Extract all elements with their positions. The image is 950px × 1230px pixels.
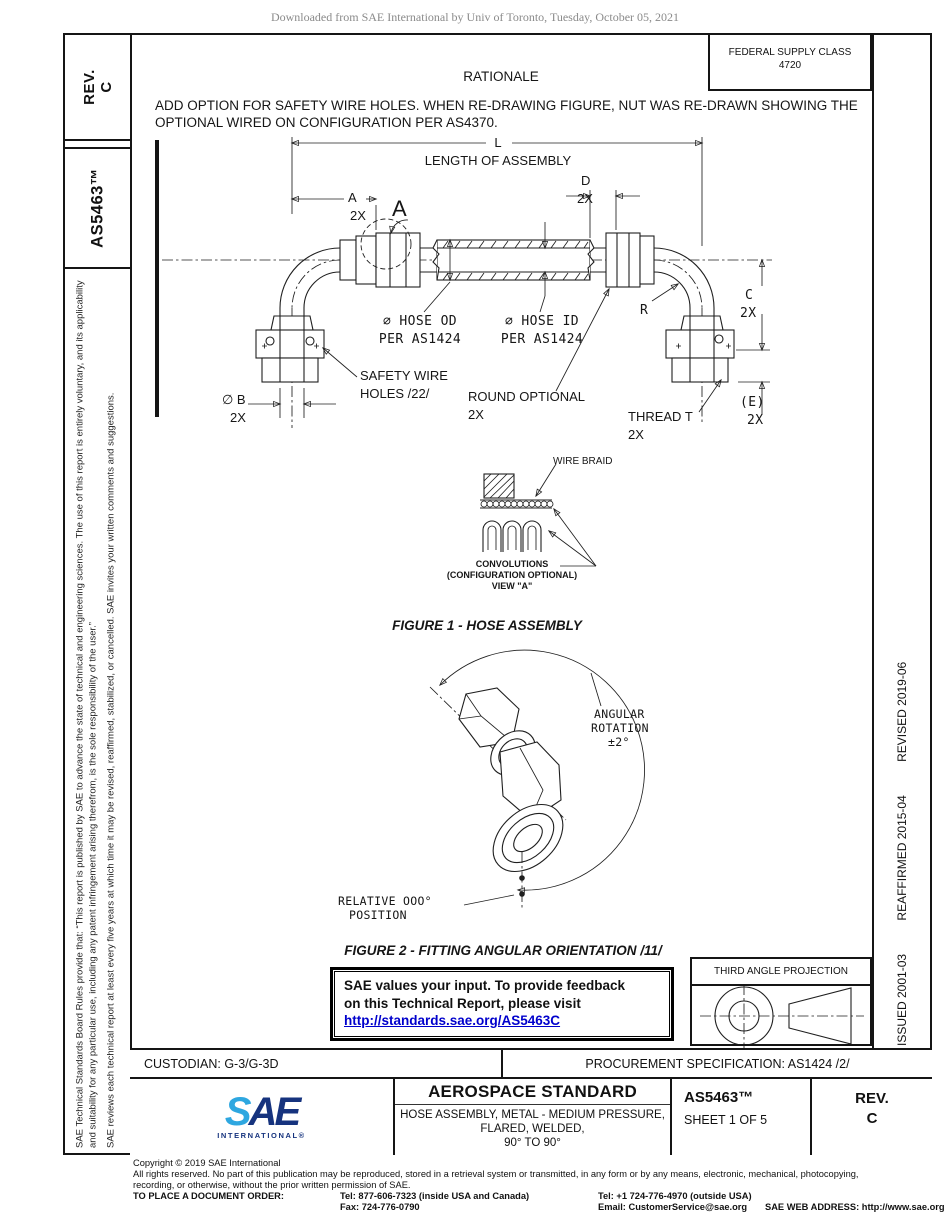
round-optional-label: ROUND OPTIONAL bbox=[468, 389, 586, 404]
angular-rotation-label-1: ANGULAR bbox=[594, 707, 645, 721]
length-of-assembly-label: LENGTH OF ASSEMBLY bbox=[424, 153, 572, 168]
dim-label-a: A bbox=[348, 190, 357, 205]
rationale-line1: ADD OPTION FOR SAFETY WIRE HOLES. WHEN R… bbox=[155, 98, 858, 113]
sheet-number: SHEET 1 OF 5 bbox=[684, 1113, 768, 1127]
change-bar bbox=[155, 140, 159, 417]
third-angle-projection-label: THIRD ANGLE PROJECTION bbox=[690, 957, 872, 986]
dim-label-e: (E) bbox=[740, 395, 765, 410]
dim-e-qty: 2X bbox=[747, 413, 764, 428]
title-block: SAE INTERNATIONAL® AEROSPACE STANDARD HO… bbox=[130, 1079, 932, 1155]
dim-label-c: C bbox=[745, 288, 754, 303]
dim-a-qty: 2X bbox=[350, 208, 366, 223]
third-angle-projection-symbol bbox=[690, 984, 872, 1046]
hose-id-label-2: PER AS1424 bbox=[500, 332, 584, 347]
convolutions-label-2: (CONFIGURATION OPTIONAL) bbox=[446, 570, 578, 580]
fsc-line2: 4720 bbox=[778, 60, 802, 71]
sae-logo-text: SAE bbox=[224, 1090, 301, 1134]
dim-d-qty: 2X bbox=[577, 191, 593, 206]
feedback-line1: SAE values your input. To provide feedba… bbox=[344, 978, 626, 993]
standard-title-cell: AEROSPACE STANDARD HOSE ASSEMBLY, METAL … bbox=[395, 1079, 672, 1155]
dim-label-d: D bbox=[581, 173, 591, 188]
safety-wire-label-1: SAFETY WIRE bbox=[360, 368, 448, 383]
left-column-divider bbox=[130, 33, 132, 1155]
downloaded-note: Downloaded from SAE International by Uni… bbox=[270, 10, 680, 24]
feedback-box: SAE values your input. To provide feedba… bbox=[330, 967, 674, 1041]
email-address: Email: CustomerService@sae.org bbox=[598, 1202, 748, 1212]
convolutions-label-1: CONVOLUTIONS bbox=[475, 559, 549, 569]
thread-t-label: THREAD T bbox=[628, 409, 693, 424]
copyright-line: Copyright © 2019 SAE International bbox=[133, 1158, 281, 1168]
feedback-line2: on this Technical Report, please visit bbox=[344, 995, 581, 1011]
hose-id-label-1: ∅ HOSE ID bbox=[504, 314, 580, 329]
thread-t-qty: 2X bbox=[628, 427, 644, 442]
hose-od-label-2: PER AS1424 bbox=[378, 332, 462, 347]
tel-inside: Tel: 877-606-7323 (inside USA and Canada… bbox=[340, 1191, 530, 1201]
rationale-title: RATIONALE bbox=[463, 69, 539, 84]
custodian-cell: CUSTODIAN: G-3/G-3D bbox=[130, 1050, 503, 1077]
doc-number: AS5463™ bbox=[684, 1089, 754, 1106]
rev-cell-value: C bbox=[866, 1110, 878, 1127]
tel-outside: Tel: +1 724-776-4970 (outside USA) bbox=[598, 1191, 752, 1201]
rev-cell: REV. C bbox=[812, 1079, 932, 1155]
dim-label-l: L bbox=[494, 135, 502, 150]
right-column-divider bbox=[872, 33, 874, 1048]
angular-rotation-label-2: ROTATION bbox=[591, 721, 649, 735]
dim-label-r: R bbox=[640, 303, 649, 318]
web-address: SAE WEB ADDRESS: http://www.sae.org bbox=[765, 1202, 945, 1212]
safety-wire-label-2: HOLES /22/ bbox=[360, 386, 430, 401]
sae-logo-subtext: INTERNATIONAL® bbox=[217, 1131, 306, 1140]
round-optional-qty: 2X bbox=[468, 407, 484, 422]
convolutions-label-3: VIEW "A" bbox=[491, 581, 533, 591]
rights-line1: All rights reserved. No part of this pub… bbox=[133, 1169, 859, 1179]
custodian-row: CUSTODIAN: G-3/G-3D PROCUREMENT SPECIFIC… bbox=[130, 1048, 932, 1079]
angular-rotation-tolerance: ±2° bbox=[608, 735, 630, 749]
hose-od-label-1: ∅ HOSE OD bbox=[382, 314, 458, 329]
relative-position-label-2: POSITION bbox=[349, 908, 407, 922]
wire-braid-label: WIRE BRAID bbox=[553, 456, 613, 467]
feedback-link[interactable]: http://standards.sae.org/AS5463C bbox=[344, 1013, 561, 1028]
doc-number-cell: AS5463™ SHEET 1 OF 5 bbox=[672, 1079, 812, 1155]
federal-supply-class-box: FEDERAL SUPPLY CLASS 4720 bbox=[708, 33, 872, 91]
rights-line2: recording, or otherwise, without the pri… bbox=[133, 1180, 411, 1190]
figure2-caption: FIGURE 2 - FITTING ANGULAR ORIENTATION /… bbox=[344, 943, 662, 958]
standard-subtitle-1: HOSE ASSEMBLY, METAL - MEDIUM PRESSURE, bbox=[400, 1109, 665, 1121]
sae-logo: SAE INTERNATIONAL® bbox=[130, 1079, 395, 1155]
rev-box: REV. C bbox=[63, 33, 132, 141]
order-label: TO PLACE A DOCUMENT ORDER: bbox=[133, 1191, 284, 1201]
view-a-label: A bbox=[392, 196, 407, 221]
standard-heading: AEROSPACE STANDARD bbox=[395, 1079, 670, 1105]
procurement-cell: PROCUREMENT SPECIFICATION: AS1424 /2/ bbox=[585, 1056, 850, 1071]
rev-cell-label: REV. bbox=[855, 1090, 889, 1107]
dim-label-b: ∅ B bbox=[222, 392, 246, 407]
doc-number-box: AS5463™ bbox=[63, 147, 132, 269]
relative-position-label-1: RELATIVE OOO° bbox=[338, 894, 432, 908]
figure1-caption: FIGURE 1 - HOSE ASSEMBLY bbox=[392, 618, 582, 633]
fsc-line1: FEDERAL SUPPLY CLASS bbox=[728, 47, 852, 58]
dim-b-qty: 2X bbox=[230, 410, 246, 425]
rationale-line2: OPTIONAL WIRED ON CONFIGURATION PER AS43… bbox=[155, 115, 498, 130]
standard-subtitle-3: 90° TO 90° bbox=[504, 1137, 561, 1149]
dim-c-qty: 2X bbox=[740, 306, 757, 321]
standard-subtitle-2: FLARED, WELDED, bbox=[480, 1123, 585, 1135]
fax-number: Fax: 724-776-0790 bbox=[340, 1202, 420, 1212]
